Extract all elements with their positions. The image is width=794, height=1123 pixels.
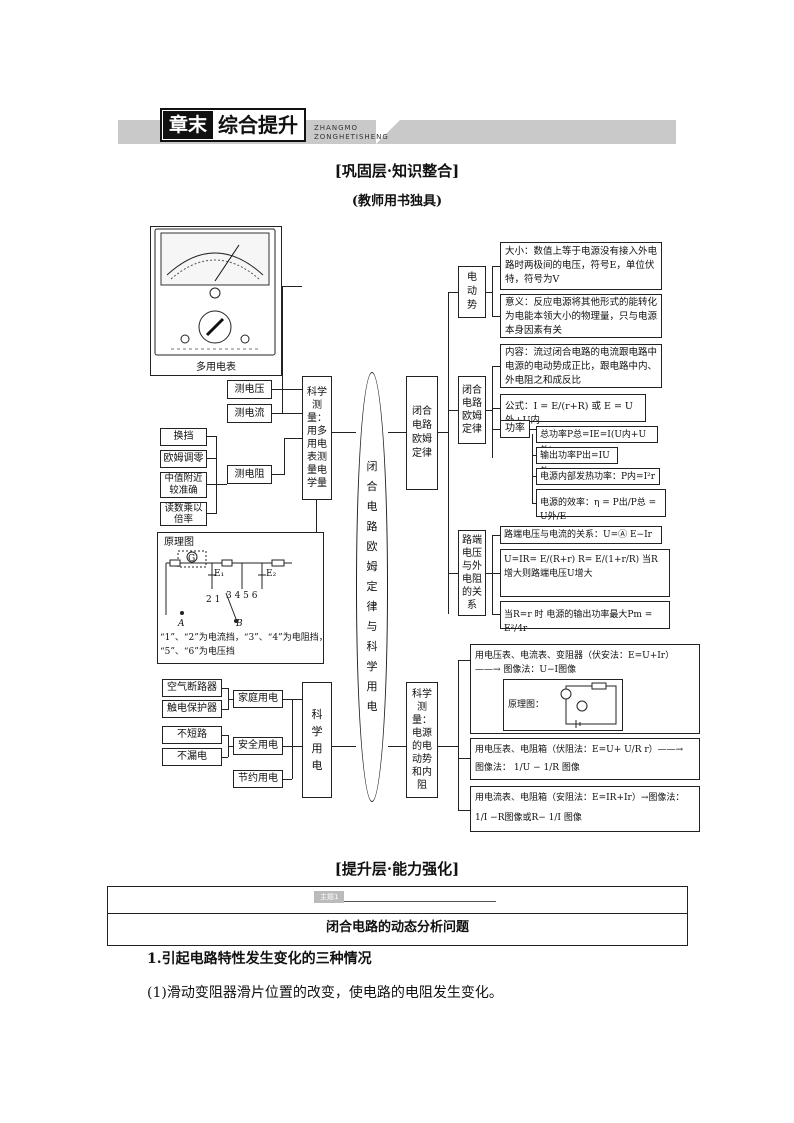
emf-text: 电动势 <box>467 272 477 311</box>
topic-box: 主题1 闭合电路的动态分析问题 <box>107 886 688 946</box>
principle-note-1: “1”、“2”为电流挡，“3”、“4”为电阻挡， <box>160 633 328 643</box>
center-title-text: 闭合电路欧姆定律与科学用电 <box>366 460 378 713</box>
method3-text: 用电流表、电阻箱（安阻法：E=IR+Ir）→图像法： <box>475 793 685 803</box>
terminal-text: 路端电压与外电阻的关系 <box>462 535 482 611</box>
closed-law-text: 闭合电路欧姆定律 <box>412 406 432 459</box>
emf-box: 电动势 <box>458 266 486 318</box>
home-power-box: 家庭用电 <box>233 690 283 708</box>
principle-title: 原理图 <box>164 537 194 548</box>
air-breaker-box: 空气断路器 <box>162 679 222 697</box>
multimeter-icon <box>154 228 276 356</box>
method1b-text: ——→ 图像法：U−I图像 <box>475 665 577 675</box>
p-out-box: 输出功率P出=IU外 <box>536 447 618 477</box>
circuit-label-e2: E₂ <box>266 569 277 579</box>
closed-law-box: 闭合电路欧姆定律 <box>406 376 438 490</box>
measure-voltage-box: 测电压 <box>227 380 272 399</box>
measure-resistance-box: 测电阻 <box>227 465 272 484</box>
terminal-formula-box: U=IR= E/(R+r) R= E/(1+r/R) 当R增大则路端电压U增大 <box>500 549 670 597</box>
circuit-label-b: B <box>236 619 243 629</box>
header-title-part2: 综合提升 <box>218 113 298 137</box>
header-banner-cut <box>376 120 400 144</box>
header-pinyin-1: ZHANGMO <box>314 124 359 132</box>
center-ellipse <box>356 372 388 802</box>
section2-title: [提升层·能力强化] <box>334 860 460 878</box>
principle-fig-box: 原理图： <box>503 679 623 731</box>
efficiency-box: 电源的效率：η = P出/P总 = U外/E <box>536 489 666 522</box>
emf-circuit-icon <box>560 682 617 728</box>
power-box: 功率 <box>500 420 530 438</box>
formula-box: 公式：I = E/(r+R) 或 E = U外+U内 <box>500 394 646 426</box>
max-power-box: 当R=r 时 电源的输出功率最大Pm = E²/4r <box>500 601 670 634</box>
principle-diagram: 原理图 G E₁ E₂ 2 1 3 4 5 6 A B “1”、“2”为电流挡，… <box>157 532 328 664</box>
method1-box: 用电压表、电流表、变阻器（伏安法：E=U+Ir） ——→ 图像法：U−I图像 原… <box>470 644 700 734</box>
section1-subtitle: (教师用书独具) <box>351 194 443 209</box>
terminal-box: 路端电压与外电阻的关系 <box>458 530 486 616</box>
mid-value-box: 中值附近较准确 <box>160 472 207 498</box>
center-title: 闭合电路欧姆定律与科学用电 <box>356 372 388 802</box>
science-measure-meter-box: 科学测量：用多用电表测量电学量 <box>302 376 332 500</box>
circuit-label-a: A <box>178 619 185 629</box>
shift-range-box: 换挡 <box>160 428 207 446</box>
principle-circuit <box>165 550 292 623</box>
header-pinyin-2: ZONGHETISHENG <box>314 133 389 141</box>
science-power-text: 科学用电 <box>311 708 323 772</box>
circuit-label-g: G <box>188 554 196 564</box>
science-measure-emf-text: 科学测量：电源的电动势和内阻 <box>412 689 432 791</box>
topic-tag-line <box>316 901 496 902</box>
body-heading: 1.引起电路特性发生变化的三种情况 <box>147 951 372 967</box>
circuit-label-3456: 3 4 5 6 <box>226 591 258 601</box>
method2b-text: 图像法： 1/U − 1/R 图像 <box>475 763 580 773</box>
safe-power-box: 安全用电 <box>233 737 283 755</box>
emf-meaning-box: 意义：反应电源将其他形式的能转化为电能本领大小的物理量，只与电源本身因素有关 <box>500 294 662 338</box>
save-power-box: 节约用电 <box>233 770 283 788</box>
topic-tag: 主题1 <box>314 891 345 903</box>
emf-size-box: 大小：数值上等于电源没有接入外电路时两极间的电压，符号E，单位伏特，符号为V <box>500 242 662 290</box>
law-label-box: 闭合电路欧姆定律 <box>458 376 486 444</box>
topic-title: 闭合电路的动态分析问题 <box>325 920 469 935</box>
science-power-box: 科学用电 <box>302 682 332 798</box>
header-title-part1: 章末 <box>163 111 213 139</box>
reading-box: 读数乘以倍率 <box>160 502 207 526</box>
law-content-box: 内容：流过闭合电路的电流跟电路中电源的电动势成正比，跟电路中内、外电阻之和成反比 <box>500 344 662 388</box>
method3b-text: 1/I −R图像或R− 1/I 图像 <box>475 813 582 823</box>
measure-current-box: 测电流 <box>227 404 272 423</box>
science-measure-emf-box: 科学测量：电源的电动势和内阻 <box>406 682 438 798</box>
science-measure-meter-text: 科学测量：用多用电表测量电学量 <box>307 387 327 489</box>
p-heat-box: 电源内部发热功率：P内=I²r <box>536 468 660 485</box>
method2-text: 用电压表、电阻箱（伏阻法：E=U+ U/R r）——→ <box>475 745 684 755</box>
method1-text: 用电压表、电流表、变阻器（伏安法：E=U+Ir） <box>475 651 675 661</box>
multimeter-caption: 多用电表 <box>196 362 236 373</box>
section1-title: [巩固层·知识整合] <box>334 162 460 180</box>
multimeter-figure: 多用电表 <box>150 226 282 376</box>
method3-box: 用电流表、电阻箱（安阻法：E=IR+Ir）→图像法： 1/I −R图像或R− 1… <box>470 786 700 832</box>
circuit-label-e1: E₁ <box>214 569 225 579</box>
p-total-box: 总功率P总=IE=I(U内+U外) <box>536 426 658 456</box>
principle-fig-label: 原理图： <box>508 700 545 710</box>
no-short-box: 不短路 <box>162 726 222 744</box>
law-label-text: 闭合电路欧姆定律 <box>462 385 482 435</box>
circuit-label-12: 2 1 <box>206 595 221 605</box>
no-leak-box: 不漏电 <box>162 748 222 766</box>
topic-divider <box>108 913 687 914</box>
terminal-rel-box: 路端电压与电流的关系：U=Ⓐ E−Ir <box>500 526 662 544</box>
body-para1: (1)滑动变阻器滑片位置的改变，使电路的电阻发生变化。 <box>147 985 503 1001</box>
ohm-zero-box: 欧姆调零 <box>160 450 207 468</box>
shock-protector-box: 触电保护器 <box>162 700 222 718</box>
principle-note-2: “5”、“6”为电压挡 <box>160 647 235 657</box>
method2-box: 用电压表、电阻箱（伏阻法：E=U+ U/R r）——→ 图像法： 1/U − 1… <box>470 738 700 780</box>
